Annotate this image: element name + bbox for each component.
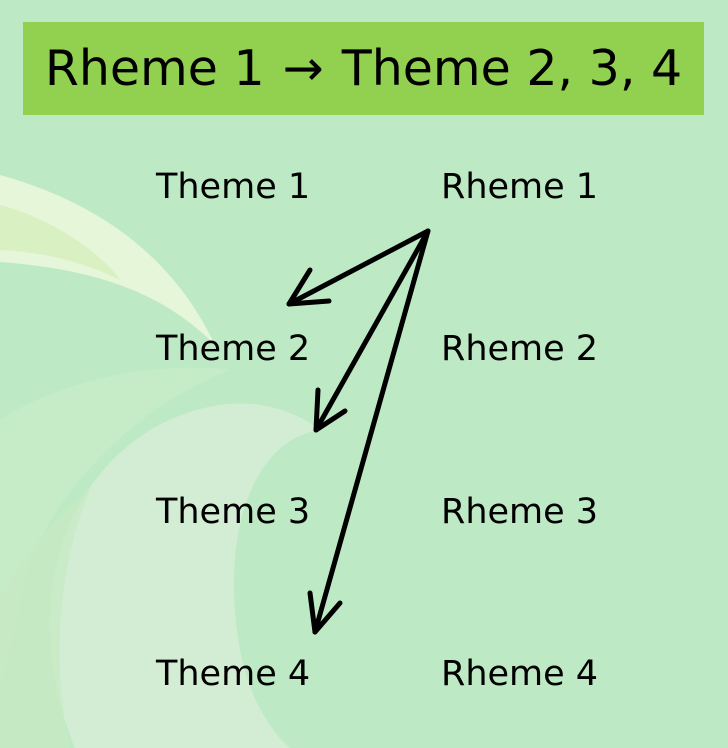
title-from: Rheme 1: [44, 40, 265, 97]
theme-1-label: Theme 1: [156, 167, 311, 207]
arrow-rheme1-to-theme4: [307, 228, 431, 635]
theme-4-label: Theme 4: [156, 654, 311, 694]
rheme-3-label: Rheme 3: [441, 492, 599, 532]
rheme-2-label: Rheme 2: [441, 329, 599, 369]
arrow-rheme1-to-theme3: [313, 228, 431, 433]
title-to: Theme 2, 3, 4: [341, 40, 683, 97]
arrow-rheme1-to-theme2: [286, 228, 431, 307]
title-banner: Rheme 1 → Theme 2, 3, 4: [23, 22, 704, 115]
rheme-1-label: Rheme 1: [441, 167, 599, 207]
theme-2-label: Theme 2: [156, 329, 311, 369]
rheme-4-label: Rheme 4: [441, 654, 599, 694]
theme-3-label: Theme 3: [156, 492, 311, 532]
arrow-right-icon: →: [282, 40, 324, 97]
